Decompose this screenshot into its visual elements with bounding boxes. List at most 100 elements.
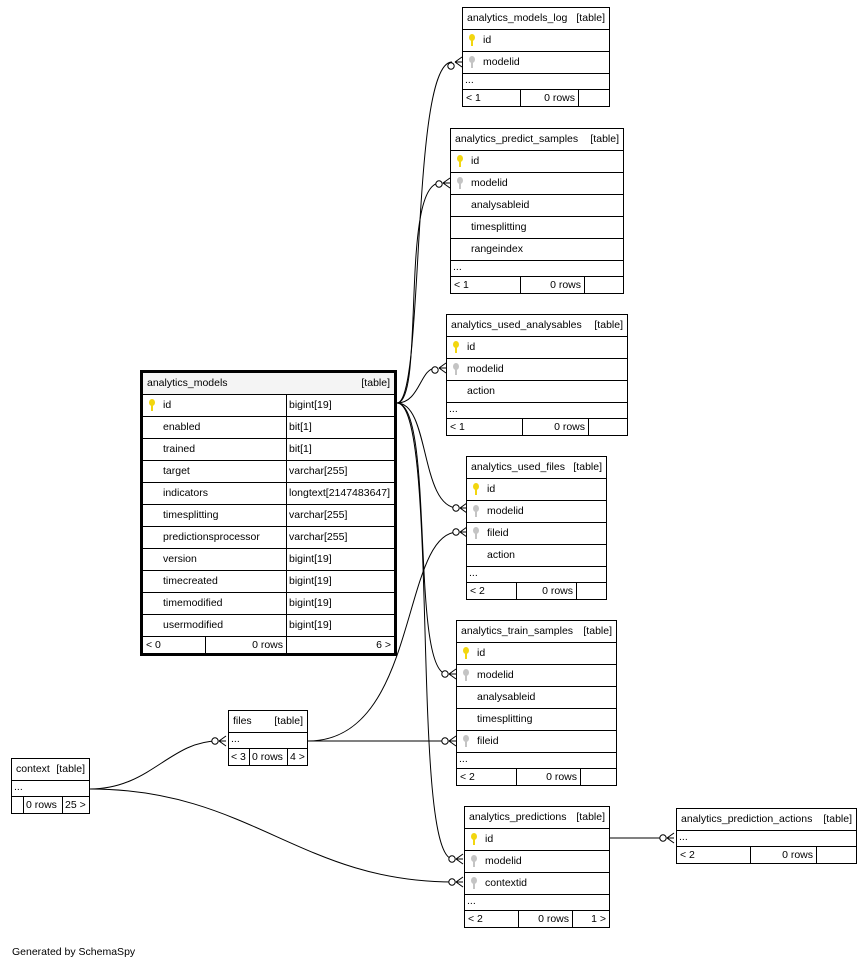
- column-name: modelid: [485, 855, 522, 867]
- table-analytics-prediction-actions[interactable]: analytics_prediction_actions [table] ...…: [676, 808, 857, 864]
- parents-count[interactable]: < 1: [447, 419, 523, 435]
- table-type-tag: [table]: [576, 12, 605, 24]
- column-row[interactable]: modelid: [447, 359, 627, 381]
- column-row[interactable]: id: [465, 829, 609, 851]
- column-name: modelid: [467, 363, 504, 375]
- table-footer: < 1 0 rows: [447, 419, 627, 435]
- parents-count[interactable]: < 1: [451, 277, 521, 293]
- children-count[interactable]: 4 >: [290, 751, 305, 763]
- foreign-key-icon: [471, 855, 477, 867]
- more-columns: ...: [457, 753, 616, 769]
- children-count[interactable]: 1 >: [591, 913, 606, 925]
- table-type-tag: [table]: [361, 377, 390, 389]
- optional-circle-marker: [452, 528, 460, 536]
- crows-foot-marker: [455, 853, 464, 865]
- parents-count[interactable]: < 1: [463, 90, 521, 106]
- column-type: varchar[255]: [289, 465, 348, 477]
- column-name: action: [487, 549, 516, 561]
- column-row[interactable]: id: [457, 643, 616, 665]
- column-row[interactable]: fileid: [457, 731, 616, 753]
- column-row[interactable]: action: [447, 381, 627, 403]
- optional-circle-marker: [431, 366, 439, 374]
- column-name: modelid: [471, 177, 508, 189]
- children-count[interactable]: [817, 847, 856, 863]
- column-row[interactable]: id: [451, 151, 623, 173]
- primary-key-icon: [469, 34, 475, 46]
- column-row[interactable]: timesplitting: [451, 217, 623, 239]
- children-count[interactable]: 25 >: [65, 799, 86, 811]
- column-row[interactable]: action: [467, 545, 606, 567]
- table-header: analytics_prediction_actions [table]: [677, 809, 856, 831]
- foreign-key-icon: [463, 669, 469, 681]
- column-name: predictionsprocessor: [163, 531, 260, 543]
- primary-key-icon: [453, 341, 459, 353]
- row-count: 0 rows: [250, 749, 288, 765]
- column-name: fileid: [487, 527, 509, 539]
- row-count: 0 rows: [206, 637, 287, 653]
- column-row[interactable]: rangeindex: [451, 239, 623, 261]
- column-row[interactable]: modelid: [457, 665, 616, 687]
- column-type: bigint[19]: [289, 399, 332, 411]
- column-row[interactable]: modelid: [465, 851, 609, 873]
- row-count: 0 rows: [751, 847, 817, 863]
- column-row[interactable]: analysableid: [457, 687, 616, 709]
- children-count[interactable]: [577, 583, 606, 599]
- column-row[interactable]: modelid: [467, 501, 606, 523]
- parents-count[interactable]: < 3: [229, 749, 250, 765]
- children-count[interactable]: [579, 90, 609, 106]
- table-name: context: [16, 763, 50, 775]
- column-row[interactable]: analysableid: [451, 195, 623, 217]
- table-name: analytics_models: [147, 377, 228, 389]
- parents-count[interactable]: [12, 797, 24, 813]
- parents-count[interactable]: < 2: [457, 769, 517, 785]
- table-name: analytics_train_samples: [461, 625, 574, 637]
- parents-count[interactable]: < 2: [467, 583, 517, 599]
- table-files[interactable]: files [table] ... < 3 0 rows 4 >: [228, 710, 308, 766]
- row-count: 0 rows: [523, 419, 589, 435]
- table-footer: < 1 0 rows: [451, 277, 623, 293]
- children-count[interactable]: [585, 277, 623, 293]
- column-row[interactable]: modelid: [451, 173, 623, 195]
- column-name: contextid: [485, 877, 528, 889]
- table-context[interactable]: context [table] ... 0 rows 25 >: [11, 758, 90, 814]
- optional-circle-marker: [211, 737, 219, 745]
- column-row[interactable]: id: [447, 337, 627, 359]
- children-count[interactable]: [581, 769, 616, 785]
- optional-circle-marker: [435, 180, 443, 188]
- column-row[interactable]: id: [463, 30, 609, 52]
- crows-foot-marker: [442, 177, 451, 189]
- column-row[interactable]: timesplitting: [457, 709, 616, 731]
- column-row[interactable]: id: [467, 479, 606, 501]
- parents-count[interactable]: < 2: [677, 847, 751, 863]
- column-row[interactable]: contextid: [465, 873, 609, 895]
- primary-key-icon: [473, 483, 479, 495]
- parents-count[interactable]: < 2: [465, 911, 519, 927]
- column-row[interactable]: fileid: [467, 523, 606, 545]
- table-header: analytics_used_files [table]: [467, 457, 606, 479]
- table-name: analytics_used_analysables: [451, 319, 582, 331]
- children-count[interactable]: [589, 419, 627, 435]
- parents-count[interactable]: < 0: [143, 637, 206, 653]
- column-row[interactable]: modelid: [463, 52, 609, 74]
- optional-circle-marker: [441, 737, 449, 745]
- row-count: 0 rows: [521, 277, 585, 293]
- children-count[interactable]: 6 >: [376, 639, 391, 651]
